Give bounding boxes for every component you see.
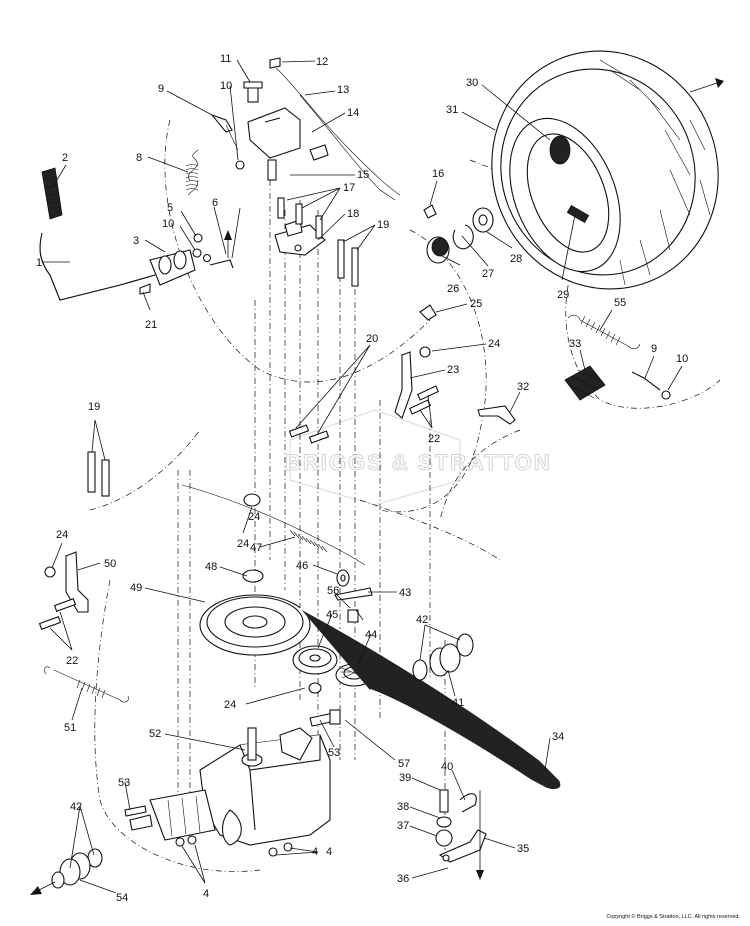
callout-24b: 24 — [56, 529, 68, 541]
callout-35: 35 — [517, 843, 529, 855]
callout-10c: 10 — [676, 353, 688, 365]
callout-40: 40 — [441, 761, 453, 773]
callout-9b: 9 — [651, 343, 657, 355]
callout-19b: 19 — [88, 401, 100, 413]
left-bracket-50 — [38, 551, 129, 703]
callout-48: 48 — [205, 561, 217, 573]
pivot-bracket — [139, 230, 234, 295]
callout-38: 38 — [397, 801, 409, 813]
callout-24c: 24 — [237, 538, 249, 550]
callout-14: 14 — [347, 107, 359, 119]
tire-assembly — [491, 50, 724, 290]
transaxle — [124, 709, 341, 857]
callout-45: 45 — [326, 609, 338, 621]
left-axle-spacers — [30, 848, 103, 895]
callout-42b: 42 — [70, 801, 82, 813]
callout-28: 28 — [510, 253, 522, 265]
callout-55: 55 — [614, 297, 626, 309]
callout-4c: 4 — [326, 846, 332, 858]
callout-29: 29 — [557, 289, 569, 301]
callout-41: 41 — [452, 697, 464, 709]
callout-21: 21 — [145, 319, 157, 331]
callout-36: 36 — [397, 873, 409, 885]
bracket-18 — [274, 197, 359, 287]
callout-9a: 9 — [158, 83, 164, 95]
callout-46: 46 — [296, 560, 308, 572]
callout-labels: 1 2 3 4 4 4 5 6 8 9 9 10 10 10 11 12 13 … — [36, 53, 688, 904]
callout-30: 30 — [466, 77, 478, 89]
callout-12: 12 — [316, 56, 328, 68]
callout-25: 25 — [470, 298, 482, 310]
shift-lever — [39, 167, 156, 301]
callout-13: 13 — [337, 84, 349, 96]
callout-54: 54 — [116, 892, 128, 904]
callout-53b: 53 — [118, 777, 130, 789]
spring-8 — [185, 113, 245, 196]
callout-10b: 10 — [162, 218, 174, 230]
callout-2: 2 — [62, 152, 68, 164]
right-lower-hardware — [435, 789, 487, 880]
axle-hardware — [426, 207, 494, 264]
callout-20: 20 — [366, 333, 378, 345]
leader-lines — [42, 59, 683, 894]
callout-43: 43 — [399, 587, 411, 599]
callout-22a: 22 — [428, 433, 440, 445]
left-bolts-19 — [87, 451, 110, 497]
right-hardware — [564, 314, 671, 401]
callout-6: 6 — [212, 197, 218, 209]
callout-18: 18 — [347, 208, 359, 220]
callout-8: 8 — [136, 152, 142, 164]
callout-5: 5 — [167, 202, 173, 214]
idler-spacers-41-42 — [412, 633, 474, 681]
callout-1: 1 — [36, 257, 42, 269]
callout-11: 11 — [220, 53, 231, 65]
callout-22b: 22 — [66, 655, 78, 667]
callout-34: 34 — [552, 731, 564, 743]
callout-56: 56 — [327, 585, 339, 597]
callout-44: 44 — [365, 629, 377, 641]
bracket-14 — [243, 57, 401, 201]
callout-47: 47 — [250, 542, 262, 554]
callout-17: 17 — [343, 182, 355, 194]
clip-16 — [423, 204, 437, 219]
callout-3: 3 — [133, 235, 139, 247]
callout-15: 15 — [357, 169, 369, 181]
callout-33: 33 — [569, 338, 581, 350]
brand-watermark: BRIGGS & STRATTON — [285, 409, 552, 506]
callout-4b: 4 — [203, 888, 209, 900]
copyright-notice: Copyright © Briggs & Stratton, LLC. All … — [606, 914, 740, 920]
mid-hardware — [288, 304, 516, 444]
callout-23: 23 — [447, 364, 459, 376]
callout-4a: 4 — [312, 846, 318, 858]
callout-42a: 42 — [416, 614, 428, 626]
belt-guide-hardware — [181, 484, 373, 694]
callout-24d: 24 — [224, 699, 236, 711]
callout-10a: 10 — [220, 80, 232, 92]
callout-19a: 19 — [377, 219, 389, 231]
callout-27: 27 — [482, 268, 494, 280]
callout-16: 16 — [432, 168, 444, 180]
callout-31: 31 — [446, 104, 458, 116]
callout-52: 52 — [149, 728, 161, 740]
callout-57: 57 — [398, 758, 410, 770]
watermark-text: BRIGGS & STRATTON — [285, 450, 552, 475]
callout-49: 49 — [130, 582, 142, 594]
callout-53a: 53 — [328, 747, 340, 759]
callout-32: 32 — [517, 381, 529, 393]
callout-51: 51 — [64, 722, 76, 734]
callout-37: 37 — [397, 820, 409, 832]
pulley-assembly — [199, 594, 563, 791]
callout-39: 39 — [399, 772, 411, 784]
callout-50: 50 — [104, 558, 116, 570]
callout-24a: 24 — [488, 338, 500, 350]
callout-24e: 24 — [248, 511, 260, 523]
callout-26: 26 — [447, 283, 459, 295]
